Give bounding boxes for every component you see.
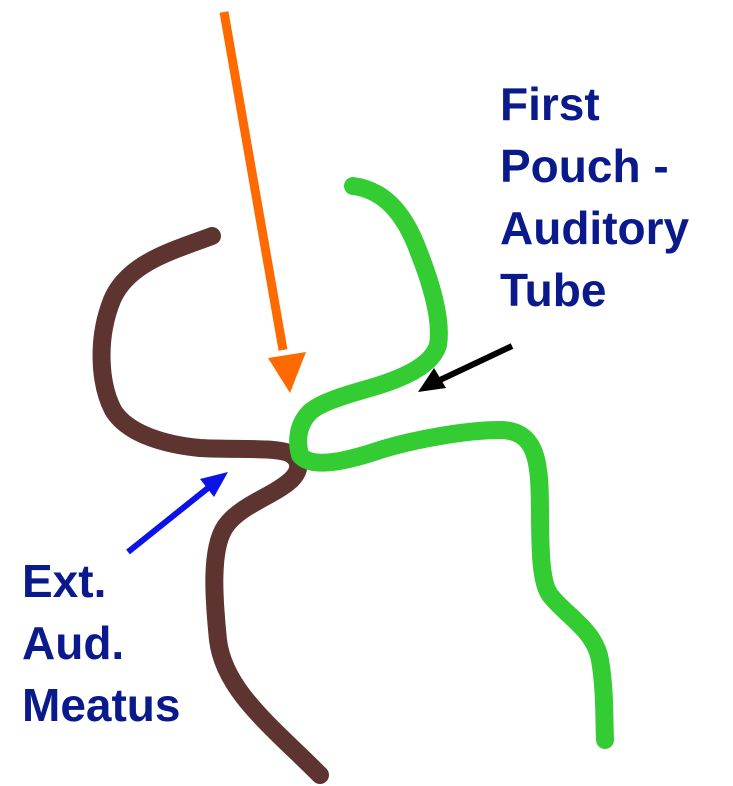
- first-pouch-label-line-2: Pouch -: [500, 135, 689, 197]
- membrane-arrow: [224, 12, 283, 350]
- first-pouch-label-line-4: Tube: [500, 259, 689, 321]
- eam-label-line-3: Meatus: [22, 674, 180, 736]
- external-auditory-meatus-label: Ext. Aud. Meatus: [22, 550, 180, 736]
- first-pouch-label-line-3: Auditory: [500, 197, 689, 259]
- meatus-arrow: [128, 488, 208, 552]
- eam-label-line-1: Ext.: [22, 550, 180, 612]
- first-pouch-label-line-1: First: [500, 73, 689, 135]
- eam-label-line-2: Aud.: [22, 612, 180, 674]
- membrane-arrowhead: [268, 352, 306, 393]
- pouch-arrow: [440, 346, 512, 380]
- first-pouch-label: First Pouch - Auditory Tube: [500, 73, 689, 321]
